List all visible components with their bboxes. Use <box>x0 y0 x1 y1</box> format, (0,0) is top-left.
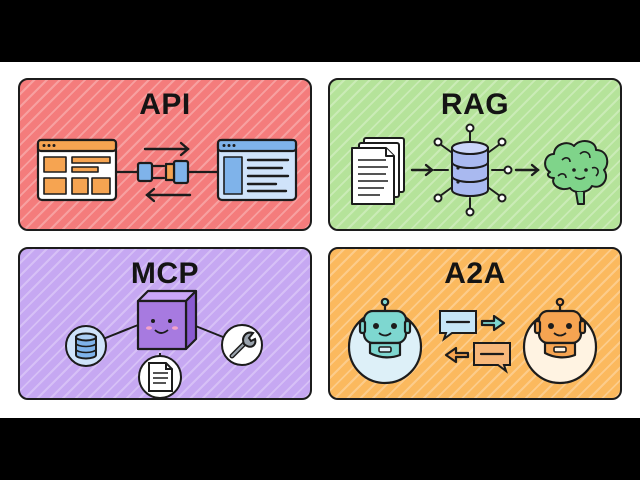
brain-icon <box>544 140 609 205</box>
panel-title-mcp: MCP <box>130 257 200 290</box>
browser-window-icon <box>36 138 118 202</box>
panel-title-a2a: A2A <box>444 257 506 290</box>
cube-icon <box>136 289 198 351</box>
wrench-icon <box>221 324 263 366</box>
arrow-right-icon <box>480 314 506 332</box>
panel-title-rag: RAG <box>440 88 510 121</box>
panel-api: API <box>18 78 312 231</box>
database-icon <box>433 123 513 217</box>
panel-mcp: MCP <box>18 247 312 400</box>
browser-window-icon <box>216 138 298 202</box>
arrow-left-icon <box>444 346 470 364</box>
arrow-right-icon <box>143 141 190 157</box>
database-icon <box>65 325 107 367</box>
robot-icon <box>522 297 598 385</box>
panel-title-api: API <box>139 88 191 121</box>
diagram-canvas: API <box>0 62 640 418</box>
robot-icon <box>347 297 423 385</box>
chat-bubble-icon <box>473 342 511 374</box>
arrow-right-icon <box>410 163 434 177</box>
panel-rag: RAG <box>328 78 622 231</box>
arrow-left-icon <box>145 187 192 203</box>
panel-a2a: A2A <box>328 247 622 400</box>
plug-icon <box>114 159 220 185</box>
documents-icon <box>351 137 405 205</box>
arrow-right-icon <box>514 163 540 177</box>
chat-bubble-icon <box>439 310 477 342</box>
document-icon <box>138 355 182 398</box>
